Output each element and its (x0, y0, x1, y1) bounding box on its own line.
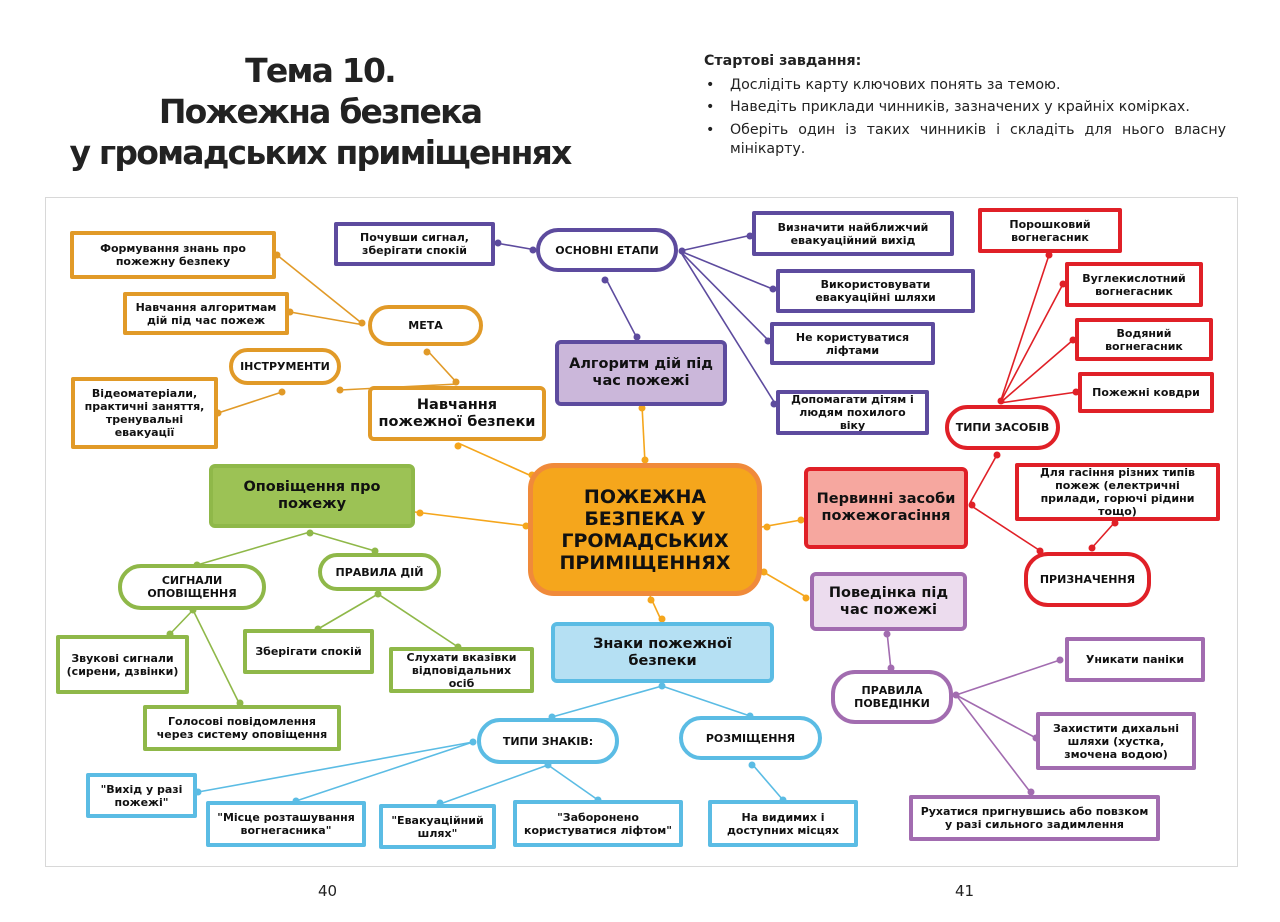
page-number-right: 41 (955, 882, 975, 900)
goal-item: Навчання алгоритмам дій під час пожеж (123, 292, 289, 335)
page-number-left: 40 (318, 882, 338, 900)
starter-tasks: Стартові завдання: •Дослідіть карту ключ… (704, 52, 1226, 163)
rule-item: Зберігати спокій (243, 629, 374, 674)
task-item: •Оберіть один із таких чинників і складі… (706, 121, 1226, 158)
behavior-node: Поведінка під час пожежі (810, 572, 967, 631)
stage-item: Визначити найближчий евакуаційний вихід (752, 211, 954, 256)
type-item: Вуглекислотний вогнегасник (1065, 262, 1203, 307)
signal-item: Голосові повідомлення через систему опов… (143, 705, 341, 751)
signals-node: СИГНАЛИ ОПОВІЩЕННЯ (118, 564, 266, 610)
task-item: •Наведіть приклади чинників, зазначених … (706, 99, 1190, 115)
title-line: Тема 10. (245, 51, 396, 90)
tasks-list: •Дослідіть карту ключових понять за темо… (704, 76, 1226, 160)
tools-item: Відеоматеріали, практичні заняття, трену… (71, 377, 218, 449)
rules-node: ПРАВИЛА ДІЙ (318, 553, 441, 591)
title-line: Пожежна безпека (158, 92, 483, 131)
types-node: ТИПИ ЗАСОБІВ (945, 405, 1060, 450)
signal-item: Звукові сигнали (сирени, дзвінки) (56, 635, 189, 694)
purpose-item: Для гасіння різних типів пожеж (електрич… (1015, 463, 1220, 521)
stage-item: Допомагати дітям і людям похилого віку (776, 390, 929, 435)
stages-node: ОСНОВНІ ЕТАПИ (536, 228, 678, 272)
placement-item: На видимих і доступних місцях (708, 800, 858, 847)
goal-node: МЕТА (368, 305, 483, 346)
stage-item: Почувши сигнал, зберігати спокій (334, 222, 495, 266)
stage-item: Використовувати евакуаційні шляхи (776, 269, 975, 313)
algorithm-node: Алгоритм дій під час пожежі (555, 340, 727, 406)
extinguishing-node: Первинні засоби пожежогасіння (804, 467, 968, 549)
behavior-rule-item: Захистити дихальні шляхи (хустка, змочен… (1036, 712, 1196, 770)
rule-item: Слухати вказівки відповідальних осіб (389, 647, 534, 693)
central-concept: ПОЖЕЖНА БЕЗПЕКА У ГРОМАДСЬКИХ ПРИМІЩЕННЯ… (528, 463, 762, 596)
sign-type-item: "Місце розташування вогнегасника" (206, 801, 366, 847)
page-title: Тема 10. Пожежна безпека у громадських п… (40, 50, 600, 173)
type-item: Водяний вогнегасник (1075, 318, 1213, 361)
sign-type-item: "Вихід у разі пожежі" (86, 773, 197, 818)
placement-node: РОЗМІЩЕННЯ (679, 716, 822, 760)
purpose-node: ПРИЗНАЧЕННЯ (1024, 552, 1151, 607)
stage-item: Не користуватися ліфтами (770, 322, 935, 365)
training-node: Навчання пожежної безпеки (368, 386, 546, 441)
task-item: •Дослідіть карту ключових понять за темо… (706, 76, 1061, 93)
type-item: Порошковий вогнегасник (978, 208, 1122, 253)
sign-types-node: ТИПИ ЗНАКІВ: (477, 718, 619, 764)
sign-type-item: "Заборонено користуватися ліфтом" (513, 800, 683, 847)
alert-node: Оповіщення про пожежу (209, 464, 415, 528)
title-line: у громадських приміщеннях (69, 133, 573, 172)
behavior-rule-item: Уникати паніки (1065, 637, 1205, 682)
goal-item: Формування знань про пожежну безпеку (70, 231, 276, 279)
type-item: Пожежні ковдри (1078, 372, 1214, 413)
behavior-rules-node: ПРАВИЛА ПОВЕДІНКИ (831, 670, 953, 724)
behavior-rule-item: Рухатися пригнувшись або повзком у разі … (909, 795, 1160, 841)
tasks-heading: Стартові завдання: (704, 53, 862, 69)
tools-node: ІНСТРУМЕНТИ (229, 348, 341, 385)
signs-node: Знаки пожежної безпеки (551, 622, 774, 683)
sign-type-item: "Евакуаційний шлях" (379, 804, 496, 849)
concept-map-frame (45, 197, 1238, 867)
